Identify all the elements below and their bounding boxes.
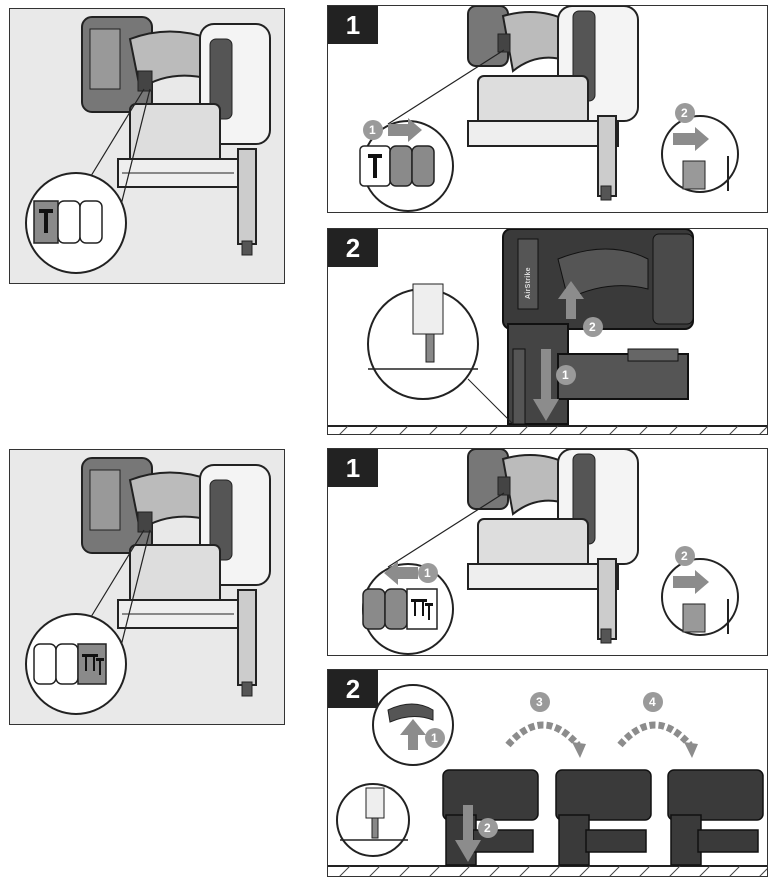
nailer-illustration xyxy=(25,16,271,274)
bump-step-1-panel: 1 2 1 xyxy=(327,448,768,656)
badge-4: 4 xyxy=(649,695,656,709)
nailer-top-illustration: 1 2 xyxy=(359,6,739,212)
nailer-top-illustration: 1 2 xyxy=(362,449,739,655)
single-step-2-panel: AirStrike 1 2 2 xyxy=(327,228,768,435)
badge-2: 2 xyxy=(681,549,688,563)
badge-1: 1 xyxy=(369,123,376,137)
badge-2: 2 xyxy=(589,320,596,334)
bump-step-2-panel: 3 4 2 1 2 xyxy=(327,669,768,877)
nailer-illustration xyxy=(25,457,271,715)
single-nail-mode-icon xyxy=(33,200,103,244)
bump-mode-overview-panel xyxy=(9,449,285,725)
step-number-1: 1 xyxy=(328,449,378,487)
badge-2: 2 xyxy=(484,821,491,835)
badge-1: 1 xyxy=(424,566,431,580)
step-number-1: 1 xyxy=(328,6,378,44)
brand-label: AirStrike xyxy=(525,267,532,299)
nailer-side-illustration: AirStrike 1 2 xyxy=(328,229,767,434)
badge-2: 2 xyxy=(681,106,688,120)
bump-fire-mode-icon xyxy=(33,643,107,685)
bump-fire-sequence-illustration: 3 4 2 1 xyxy=(328,684,767,876)
step-number-2: 2 xyxy=(328,670,378,708)
single-step-1-panel: 1 2 1 xyxy=(327,5,768,213)
badge-3: 3 xyxy=(536,695,543,709)
badge-1: 1 xyxy=(431,731,438,745)
single-mode-overview-panel xyxy=(9,8,285,284)
step-number-2: 2 xyxy=(328,229,378,267)
badge-1: 1 xyxy=(562,368,569,382)
